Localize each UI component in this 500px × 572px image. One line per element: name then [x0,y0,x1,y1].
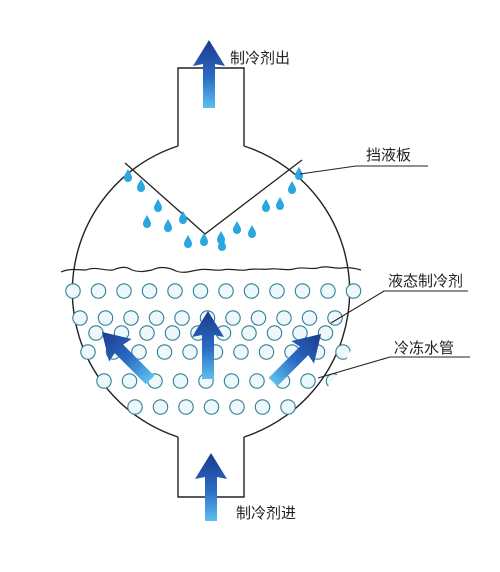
liquid-leader-line [330,290,468,324]
tube-circle-icon [229,399,245,415]
tube-circle-icon [127,399,143,415]
tube-circle-icon [258,344,275,360]
tube-circle-icon [280,399,296,415]
evaporator-shell [71,67,351,498]
tube-circle-icon [249,373,265,389]
tube-circle-icon [72,310,88,326]
tube-circle-icon [178,399,194,415]
tube-circle-icon [269,283,285,299]
droplet-icon [218,238,226,251]
outlet-arrow-icon [193,40,225,108]
tube-circle-icon [148,310,165,326]
tube-circle-icon [131,344,147,360]
droplet-icon [276,197,284,210]
baffle-plate [124,159,303,235]
tube-circle-icon [320,283,336,299]
tube-circle-icon [97,310,114,326]
tube-circle-icon [218,283,234,299]
refrigerant-inlet-label: 制冷剂进 [236,504,296,522]
tube-circle-icon [335,344,351,360]
tube-circle-icon [254,399,271,415]
tube-circle-icon [90,283,107,299]
tube-circle-icon [156,344,173,360]
tube-circle-icon [152,399,169,415]
droplet-icon [154,199,162,212]
tube-circle-icon [141,283,158,299]
tube-circle-icon [223,373,240,389]
tube-circle-icon [88,325,104,341]
tube-circle-icon [80,344,96,360]
droplet-icon [124,169,132,182]
tube-circle-icon [241,325,257,341]
tube-circle-icon [294,283,311,299]
tubes-leader-line [317,356,470,379]
tube-circle-icon [300,373,316,389]
droplet-group [124,167,303,251]
tube-circle-icon [182,344,198,360]
baffle-leader-line [299,165,428,175]
tube-circle-icon [243,283,260,299]
tube-circle-icon [317,325,334,341]
tube-circle-icon [65,283,81,299]
tube-circle-icon [327,310,343,326]
droplet-icon [233,221,241,234]
liquid-surface [60,266,362,273]
tube-circle-icon [139,325,155,341]
inlet-arrow-icon [195,453,227,521]
droplet-icon [248,225,256,238]
droplet-icon [288,181,296,194]
tube-circle-icon [96,373,112,389]
baffle-plate-label: 挡液板 [366,146,411,164]
tube-circle-icon [121,373,138,389]
tube-circle-icon [164,325,181,341]
droplet-icon [143,215,151,228]
tube-circle-icon [250,310,267,326]
liquid-refrigerant-label: 液态制冷剂 [388,272,463,290]
droplet-icon [137,179,145,192]
tube-circle-icon [233,344,249,360]
refrigerant-outlet-label: 制冷剂出 [230,49,290,67]
droplet-icon [184,235,192,248]
droplet-icon [200,233,208,246]
tube-circle-icon [225,310,241,326]
center-flow-arrow-icon [192,311,224,379]
tube-circle-icon [167,283,183,299]
tube-circle-icon [192,283,209,299]
tube-circle-icon [301,310,318,326]
chilled-water-tubes-label: 冷冻水管 [394,339,454,357]
droplet-icon [164,219,172,232]
leader-lines [299,165,470,379]
droplet-icon [262,199,270,212]
tube-circle-icon [276,310,292,326]
tube-circle-icon [266,325,283,341]
tube-circle-icon [345,283,362,299]
droplet-icon [179,211,187,224]
tube-circle-icon [325,373,342,389]
tube-circle-icon [123,310,139,326]
droplet-icon [295,167,303,180]
tube-circle-icon [116,283,132,299]
tube-circle-icon [172,373,189,389]
tube-circle-icon [174,310,190,326]
tube-circle-icon [203,399,220,415]
